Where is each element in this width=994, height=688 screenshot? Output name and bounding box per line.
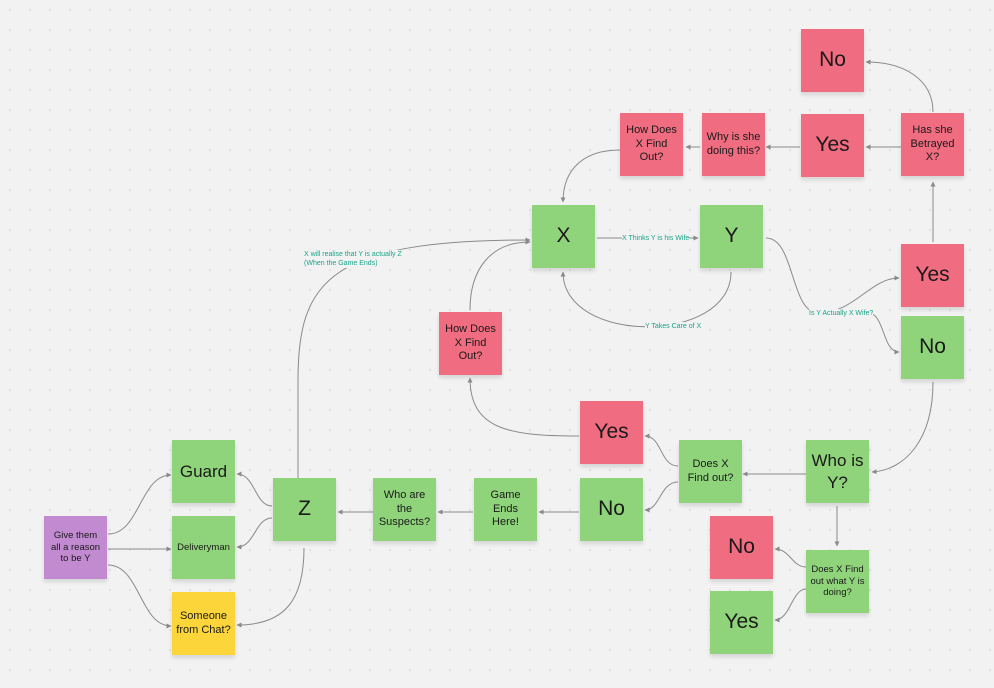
edge-label-is-y-actually: Is Y Actually X Wife? <box>809 309 874 319</box>
edge-z-realise-x <box>297 237 531 478</box>
note-yes-found[interactable]: Yes <box>580 401 643 464</box>
edge-doing-to-no <box>774 546 807 568</box>
edge-z-to-someone <box>236 547 305 628</box>
note-why-is-she-doing-this[interactable]: Why is she doing this? <box>702 113 765 176</box>
note-deliveryman[interactable]: Deliveryman <box>172 516 235 579</box>
edge-label-x-will-realise: X will realise that Y is actually Z (Whe… <box>304 250 402 269</box>
edge-label-x-thinks: X Thinks Y is his Wife <box>622 234 690 244</box>
note-someone-from-chat[interactable]: Someone from Chat? <box>172 592 235 655</box>
edge-no-wife-to-who <box>871 381 934 475</box>
edge-doing-to-yes <box>774 588 807 623</box>
edge-z-to-guard <box>236 471 273 507</box>
note-game-ends-here[interactable]: Game Ends Here! <box>474 478 537 541</box>
note-give-them-a-reason[interactable]: Give them all a reason to be Y <box>44 516 107 579</box>
edge-does-find-to-no <box>644 481 679 513</box>
note-guard[interactable]: Guard <box>172 440 235 503</box>
note-has-she-betrayed[interactable]: Has she Betrayed X? <box>901 113 964 176</box>
edge-label-x-will-realise-line1: X will realise that Y is actually Z <box>304 251 402 258</box>
edge-how-to-x <box>560 149 621 203</box>
edge-give-to-someone <box>107 564 172 629</box>
note-how-does-x-find-out-top[interactable]: How Does X Find Out? <box>620 113 683 176</box>
note-x[interactable]: X <box>532 205 595 268</box>
note-y[interactable]: Y <box>700 205 763 268</box>
note-z[interactable]: Z <box>273 478 336 541</box>
note-who-is-y[interactable]: Who is Y? <box>806 440 869 503</box>
edge-y-to-yes-wife <box>765 237 900 314</box>
note-yes-wife[interactable]: Yes <box>901 244 964 307</box>
edge-betrayed-to-no <box>865 59 934 113</box>
edge-give-to-guard <box>107 472 172 535</box>
note-no-top[interactable]: No <box>801 29 864 92</box>
note-does-x-find-out[interactable]: Does X Find out? <box>679 440 742 503</box>
edge-how-mid-to-x <box>469 239 531 311</box>
edge-yes-to-how-mid <box>467 377 580 437</box>
note-no-found[interactable]: No <box>580 478 643 541</box>
note-does-x-find-out-what-y-is-doing[interactable]: Does X Find out what Y is doing? <box>806 550 869 613</box>
note-yes-top[interactable]: Yes <box>801 114 864 177</box>
edge-branch-to-no-wife <box>867 312 900 355</box>
note-how-does-x-find-out-mid[interactable]: How Does X Find Out? <box>439 312 502 375</box>
note-no-bottom[interactable]: No <box>710 516 773 579</box>
edge-label-x-will-realise-line2: (When the Game Ends) <box>304 260 378 268</box>
edge-y-to-x-care <box>560 271 732 328</box>
edge-label-y-takes-care: Y Takes Care of X <box>645 322 702 332</box>
edge-z-to-deliveryman <box>236 517 273 550</box>
note-yes-bottom[interactable]: Yes <box>710 591 773 654</box>
note-who-are-the-suspects[interactable]: Who are the Suspects? <box>373 478 436 541</box>
edge-does-find-to-yes <box>644 433 679 467</box>
note-no-wife[interactable]: No <box>901 316 964 379</box>
